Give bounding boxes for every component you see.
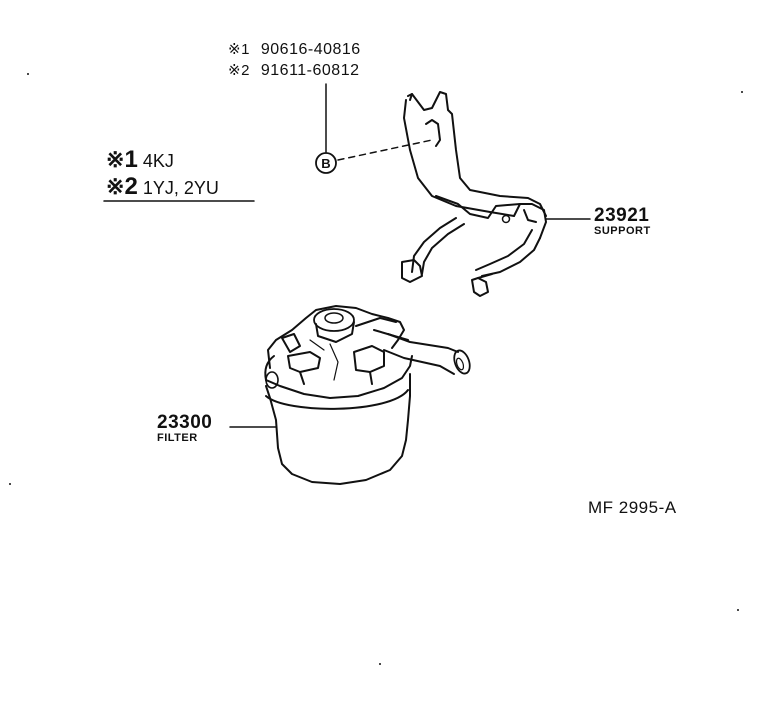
scan-speck — [379, 663, 381, 665]
filter-part-number: 23300 — [157, 412, 213, 433]
scan-speck — [9, 483, 11, 485]
variant-1-number: 1 — [124, 146, 138, 173]
variant-2-number: 2 — [124, 173, 138, 200]
variant-2-mark: ※ — [106, 174, 125, 199]
bolt-ref-1-mark: ※1 — [228, 41, 250, 58]
support-part-number: 23921 — [594, 205, 650, 226]
variant-1-engines: 4KJ — [142, 151, 174, 171]
variant-2-engines: 1YJ, 2YU — [142, 178, 219, 198]
bolt-ref-1-part-number: 90616-40816 — [260, 41, 361, 58]
filter-part-name: FILTER — [157, 432, 198, 444]
fuel-filter — [264, 305, 471, 485]
variant-2: ※2 1YJ, 2YU — [106, 173, 219, 201]
scan-speck — [27, 73, 29, 75]
bolt-callout-letter: B — [321, 156, 330, 171]
scan-speck — [741, 91, 743, 93]
bolt-ref-2-part-number: 91611-60812 — [260, 62, 360, 79]
scan-speck — [737, 609, 739, 611]
bolt-callout: B — [315, 152, 337, 174]
bolt-ref-1: ※1 90616-40816 — [228, 40, 361, 59]
variant-1: ※1 4KJ — [106, 146, 174, 174]
bolt-ref-2: ※2 91611-60812 — [228, 61, 360, 80]
bolt-dashed-leader — [337, 139, 433, 161]
support-part-name: SUPPORT — [594, 225, 651, 237]
bolt-ref-2-mark: ※2 — [228, 62, 250, 79]
support-bracket — [401, 91, 547, 297]
variant-1-mark: ※ — [106, 147, 125, 172]
diagram-code: MF 2995-A — [588, 498, 677, 517]
